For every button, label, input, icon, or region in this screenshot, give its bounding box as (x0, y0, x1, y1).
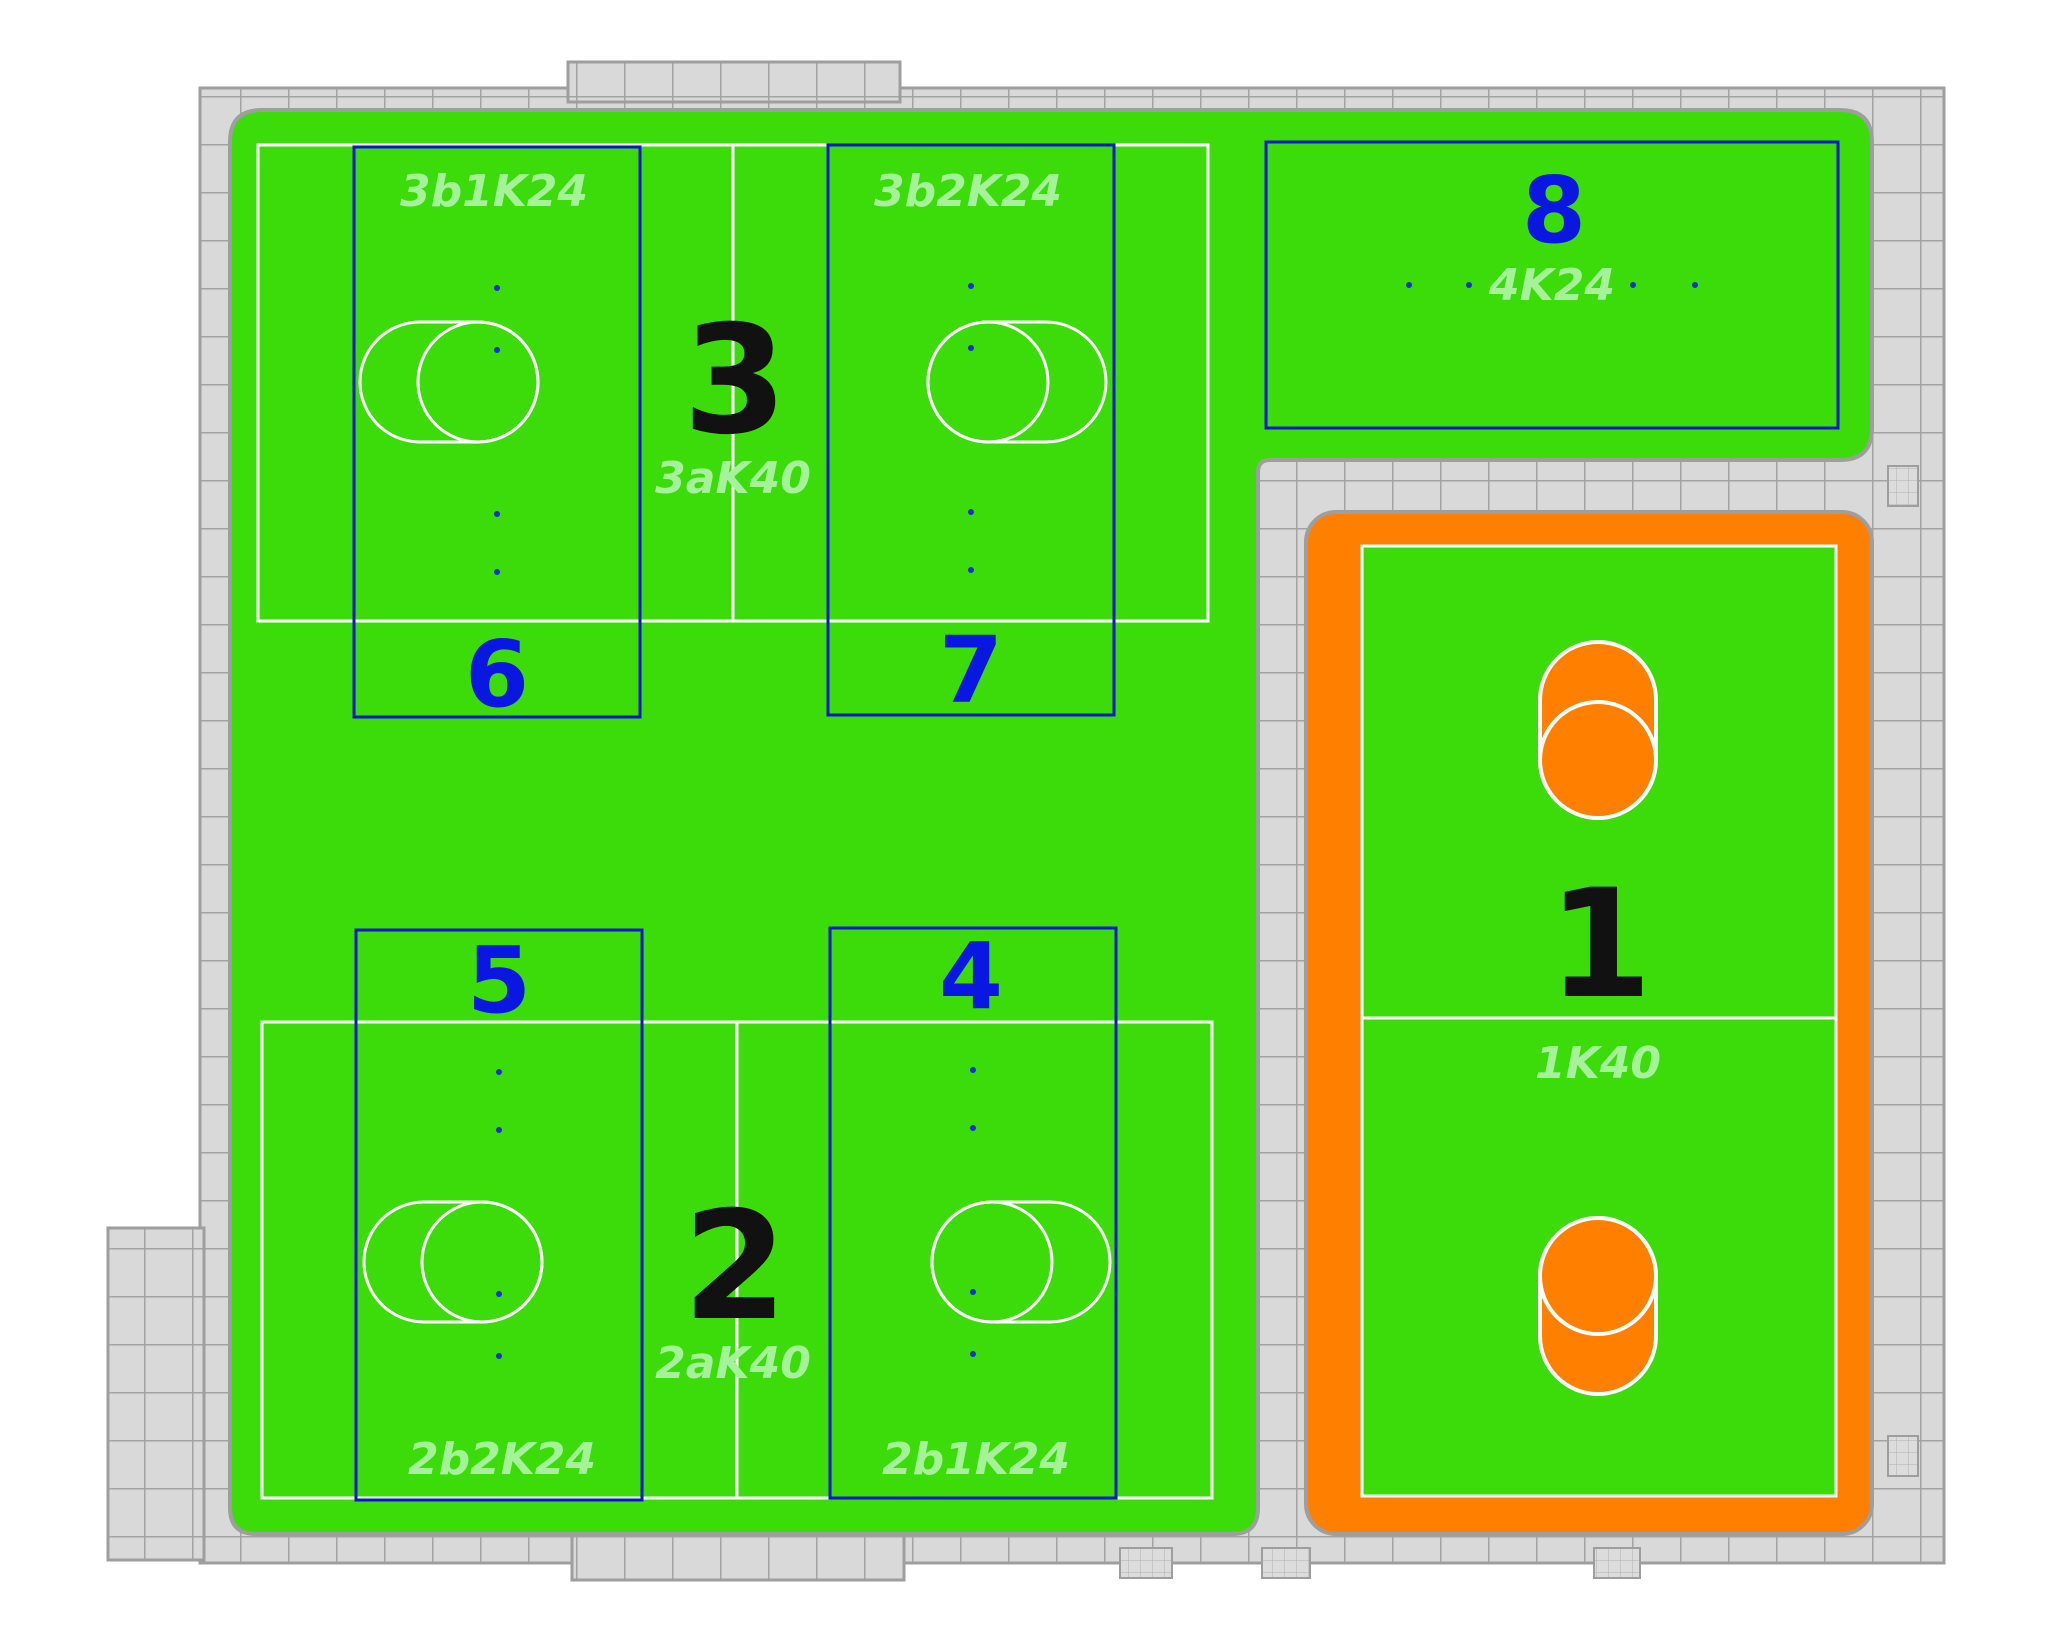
court-marker-dots (494, 282, 1698, 1359)
court-number-4: 4 (939, 923, 1003, 1030)
zone-number-2: 2 (683, 1180, 787, 1354)
zone-2-court (260, 1020, 1214, 1500)
court-6-outline (352, 145, 642, 719)
court-7-outline (826, 143, 1116, 717)
court-number-6: 6 (465, 621, 529, 728)
court-code-3b2: 3b2K24 (874, 166, 1062, 217)
zone-code-1: 1K40 (1535, 1038, 1661, 1089)
court-code-2b2: 2b2K24 (408, 1434, 596, 1485)
zone-number-3: 3 (683, 294, 787, 468)
court-4-outline (828, 926, 1118, 1500)
court-5-outline (354, 928, 644, 1502)
court-number-7: 7 (939, 617, 1003, 724)
zone-3-court (256, 143, 1210, 623)
zone-code-2: 2aK40 (655, 1338, 811, 1389)
court-number-8: 8 (1522, 157, 1586, 264)
court-code-3b1: 3b1K24 (400, 166, 588, 217)
court-code-2b1: 2b1K24 (882, 1434, 1070, 1485)
zone-code-3: 3aK40 (655, 453, 811, 504)
court-8-outline (1264, 140, 1840, 430)
court-number-5: 5 (467, 927, 531, 1034)
zone-number-1: 1 (1548, 858, 1652, 1032)
court-code-4: 4K24 (1488, 260, 1615, 311)
zone-1-court (1304, 510, 1874, 1536)
